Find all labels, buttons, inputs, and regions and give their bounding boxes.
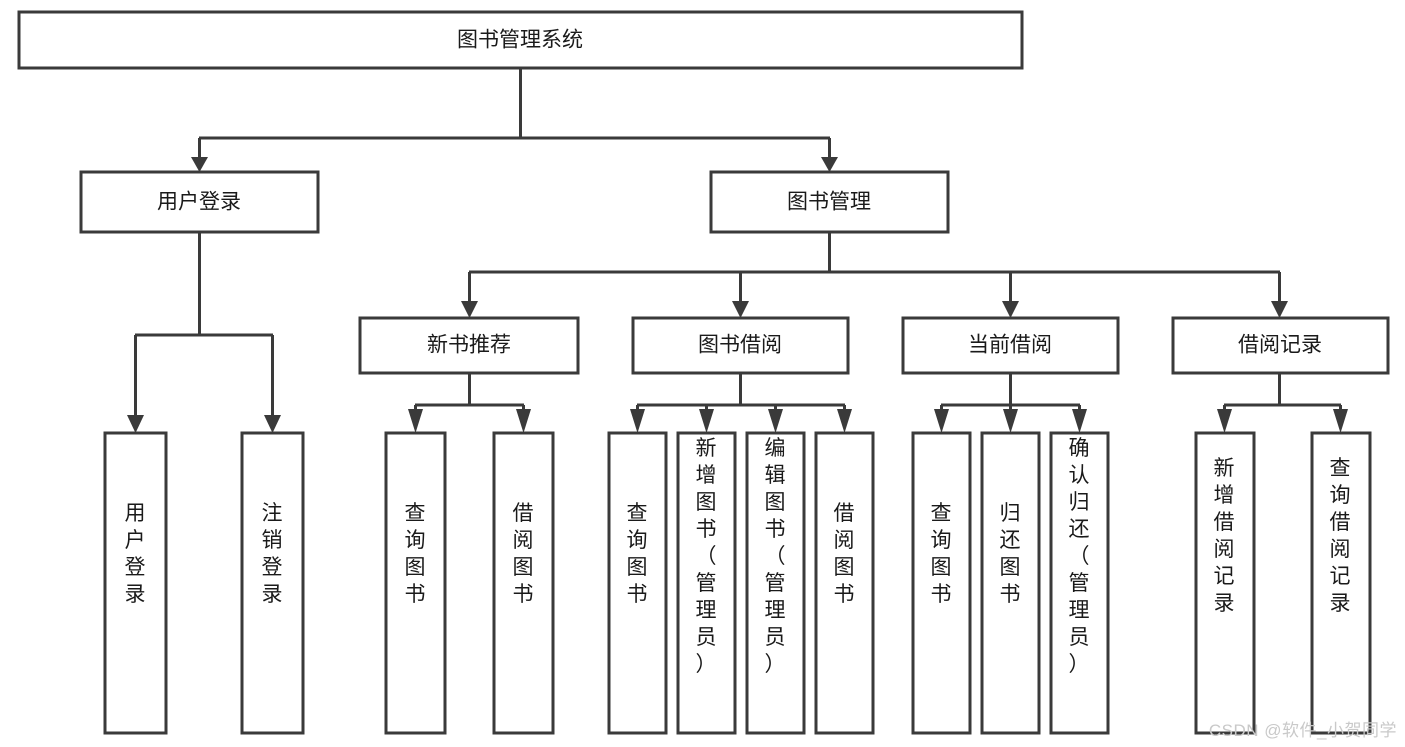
node-leaf3[interactable]: 查询图书 bbox=[384, 431, 447, 735]
node-leaf3-label: 查询图书 bbox=[405, 502, 426, 606]
arrow-head-newbook bbox=[461, 301, 478, 318]
node-leaf13[interactable]: 查询借阅记录 bbox=[1310, 431, 1372, 735]
arrow-head-borrow bbox=[732, 301, 749, 318]
node-leaf6-box[interactable] bbox=[676, 431, 737, 735]
connector-group-newbook bbox=[408, 373, 531, 433]
arrow-head-records bbox=[1271, 301, 1288, 318]
node-leaf5-box[interactable] bbox=[607, 431, 668, 735]
node-leaf2-box[interactable] bbox=[240, 431, 305, 735]
node-borrow-box[interactable] bbox=[631, 316, 850, 375]
arrow-head-leaf9 bbox=[934, 409, 949, 433]
node-login-box[interactable] bbox=[79, 170, 320, 234]
arrow-head-bookmgmt bbox=[821, 157, 838, 172]
node-leaf4-label: 借阅图书 bbox=[513, 502, 534, 606]
arrow-head-leaf2 bbox=[264, 415, 281, 433]
node-leaf5-label: 查询图书 bbox=[627, 502, 648, 606]
node-leaf2[interactable]: 注销登录 bbox=[240, 431, 305, 735]
node-newbook-box[interactable] bbox=[358, 316, 580, 375]
arrow-head-leaf11 bbox=[1072, 409, 1087, 433]
arrow-head-leaf7 bbox=[768, 409, 783, 433]
arrow-head-leaf1 bbox=[127, 415, 144, 433]
node-leaf11-box[interactable] bbox=[1049, 431, 1110, 735]
node-leaf12-box[interactable] bbox=[1194, 431, 1256, 735]
arrow-head-leaf3 bbox=[408, 409, 423, 433]
arrow-head-leaf10 bbox=[1003, 409, 1018, 433]
node-current[interactable]: 当前借阅 bbox=[901, 316, 1120, 375]
connector-group-borrow bbox=[630, 373, 852, 433]
node-leaf11[interactable]: 确认归还（管理员） bbox=[1049, 431, 1110, 735]
node-leaf11-label: 确认归还（管理员） bbox=[1069, 437, 1090, 676]
node-records[interactable]: 借阅记录 bbox=[1171, 316, 1390, 375]
node-leaf7[interactable]: 编辑图书（管理员） bbox=[745, 431, 806, 735]
connector-group-records bbox=[1217, 373, 1348, 433]
node-leaf10-label: 归还图书 bbox=[1000, 502, 1021, 606]
node-root-box[interactable] bbox=[17, 10, 1024, 70]
arrow-head-leaf8 bbox=[837, 409, 852, 433]
connector-group-current bbox=[934, 373, 1087, 433]
node-leaf7-box[interactable] bbox=[745, 431, 806, 735]
arrow-head-leaf4 bbox=[516, 409, 531, 433]
node-leaf1-label: 用户登录 bbox=[125, 502, 146, 606]
node-leaf1[interactable]: 用户登录 bbox=[103, 431, 168, 735]
node-borrow[interactable]: 图书借阅 bbox=[631, 316, 850, 375]
node-leaf9[interactable]: 查询图书 bbox=[911, 431, 972, 735]
arrow-head-login bbox=[191, 157, 208, 172]
node-leaf7-label: 编辑图书（管理员） bbox=[765, 437, 786, 676]
node-leaf4-box[interactable] bbox=[492, 431, 555, 735]
node-records-label: 借阅记录 bbox=[1238, 334, 1322, 357]
node-leaf8-label: 借阅图书 bbox=[834, 502, 855, 606]
node-bookmgmt[interactable]: 图书管理 bbox=[709, 170, 950, 234]
node-current-box[interactable] bbox=[901, 316, 1120, 375]
arrow-head-leaf5 bbox=[630, 409, 645, 433]
node-leaf4[interactable]: 借阅图书 bbox=[492, 431, 555, 735]
node-records-box[interactable] bbox=[1171, 316, 1390, 375]
node-leaf6-label: 新增图书（管理员） bbox=[696, 437, 717, 676]
node-leaf1-box[interactable] bbox=[103, 431, 168, 735]
node-leaf9-label: 查询图书 bbox=[931, 502, 952, 606]
node-leaf3-box[interactable] bbox=[384, 431, 447, 735]
node-leaf12[interactable]: 新增借阅记录 bbox=[1194, 431, 1256, 735]
node-leaf10[interactable]: 归还图书 bbox=[980, 431, 1041, 735]
node-leaf8[interactable]: 借阅图书 bbox=[814, 431, 875, 735]
node-login[interactable]: 用户登录 bbox=[79, 170, 320, 234]
node-leaf13-label: 查询借阅记录 bbox=[1330, 457, 1351, 615]
node-leaf2-label: 注销登录 bbox=[262, 502, 283, 606]
node-newbook[interactable]: 新书推荐 bbox=[358, 316, 580, 375]
arrow-head-leaf12 bbox=[1217, 409, 1232, 433]
node-leaf8-box[interactable] bbox=[814, 431, 875, 735]
arrow-head-leaf6 bbox=[699, 409, 714, 433]
connector-group-login bbox=[127, 232, 281, 433]
node-leaf5[interactable]: 查询图书 bbox=[607, 431, 668, 735]
arrow-head-leaf13 bbox=[1333, 409, 1348, 433]
node-newbook-label: 新书推荐 bbox=[427, 334, 511, 357]
node-leaf10-box[interactable] bbox=[980, 431, 1041, 735]
node-leaf6[interactable]: 新增图书（管理员） bbox=[676, 431, 737, 735]
node-borrow-label: 图书借阅 bbox=[698, 334, 782, 357]
node-login-label: 用户登录 bbox=[157, 191, 241, 214]
connector-group-root bbox=[191, 68, 838, 172]
node-bookmgmt-box[interactable] bbox=[709, 170, 950, 234]
node-leaf13-box[interactable] bbox=[1310, 431, 1372, 735]
node-current-label: 当前借阅 bbox=[968, 334, 1052, 357]
node-root-label: 图书管理系统 bbox=[457, 29, 583, 52]
arrow-head-current bbox=[1002, 301, 1019, 318]
node-bookmgmt-label: 图书管理 bbox=[787, 191, 871, 214]
node-root[interactable]: 图书管理系统 bbox=[17, 10, 1024, 70]
connector-group-bookmgmt bbox=[461, 232, 1288, 318]
node-leaf9-box[interactable] bbox=[911, 431, 972, 735]
node-leaf12-label: 新增借阅记录 bbox=[1214, 457, 1235, 615]
